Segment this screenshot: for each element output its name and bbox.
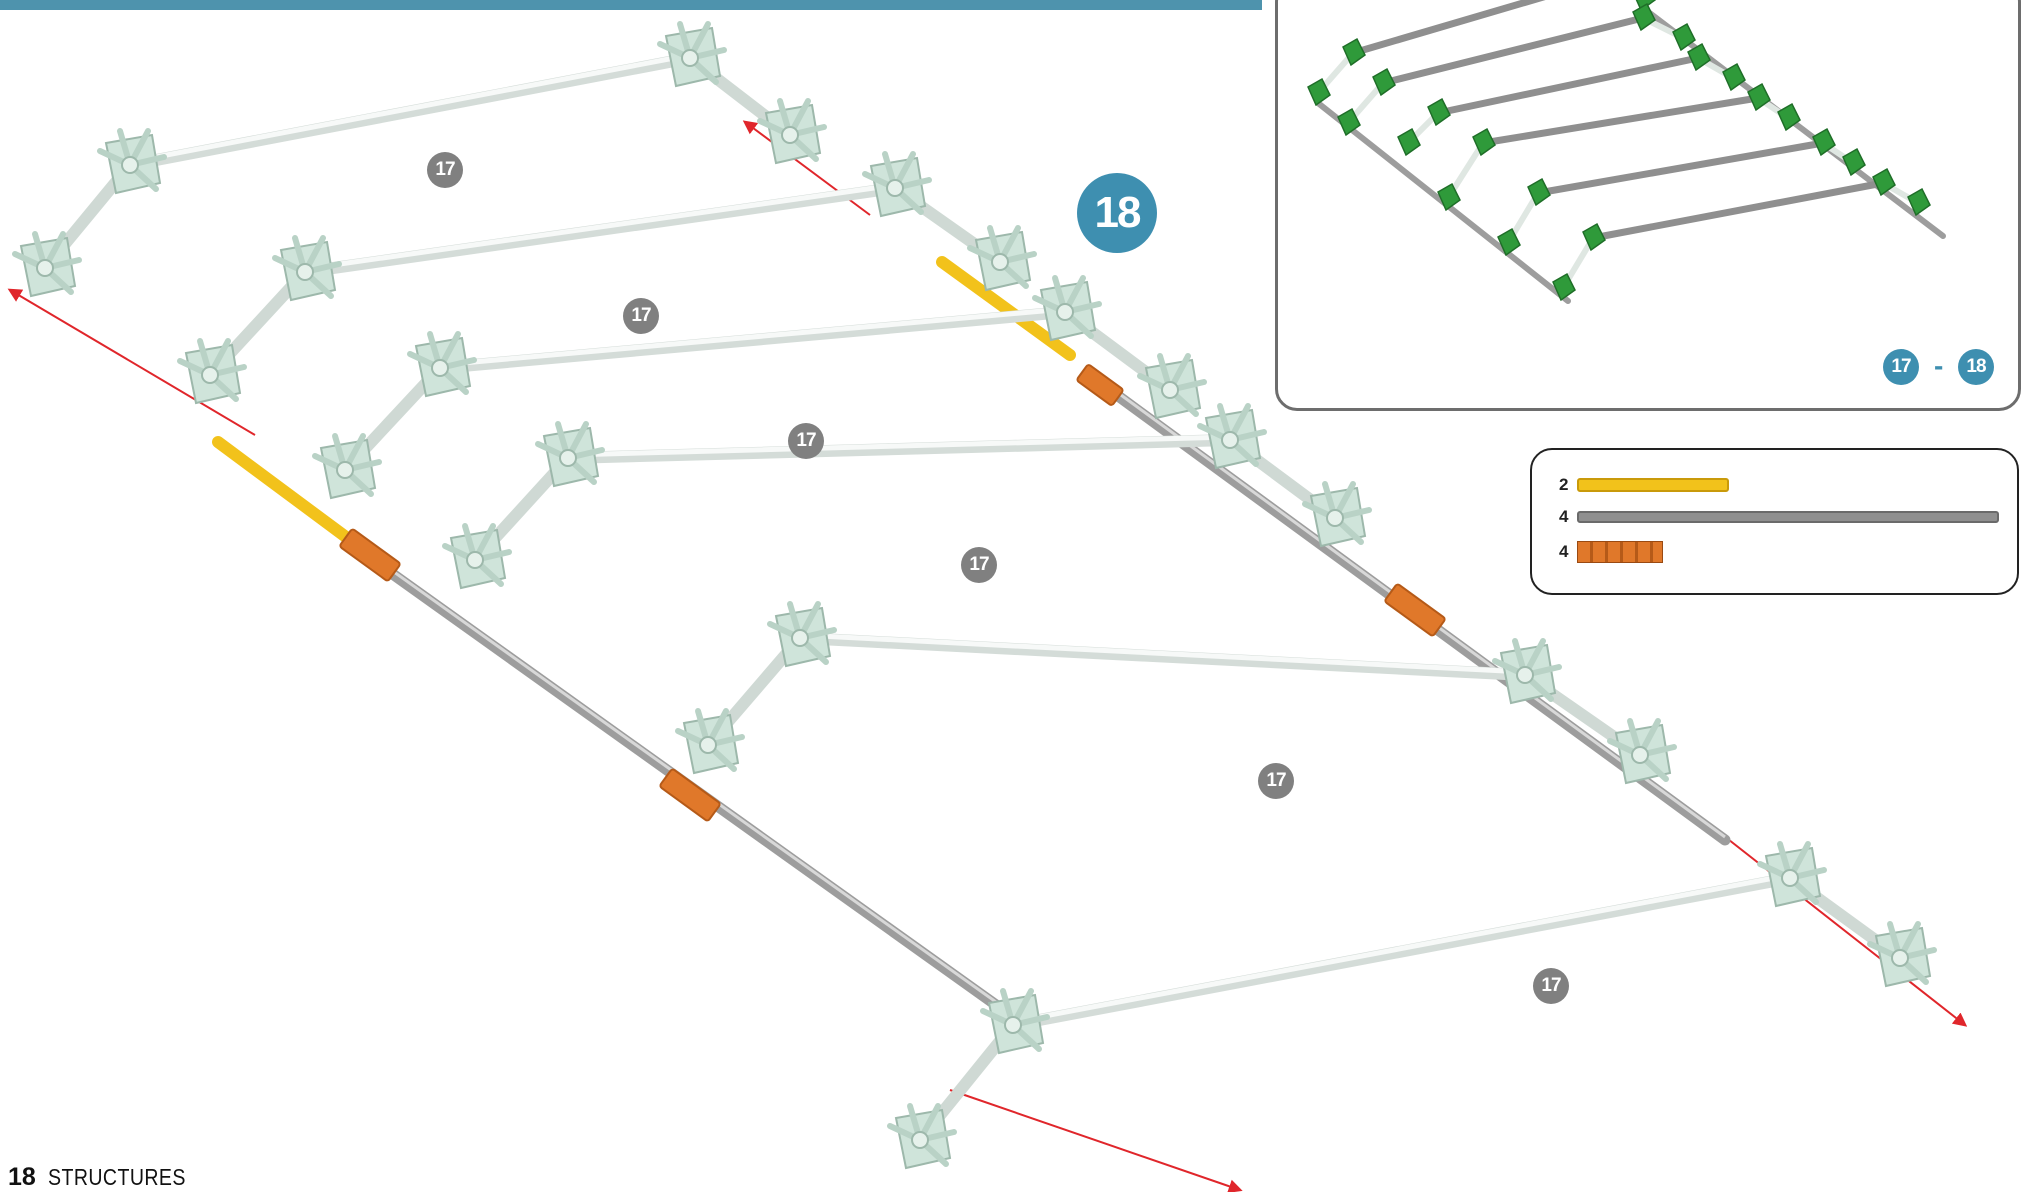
arch-frame bbox=[315, 278, 1204, 498]
connector-piece bbox=[1610, 721, 1674, 783]
orange-connectors bbox=[339, 364, 1446, 822]
connector-piece bbox=[660, 24, 724, 86]
inset-preview bbox=[1275, 0, 2021, 411]
green-connector bbox=[1427, 97, 1451, 127]
green-connector bbox=[1372, 67, 1396, 97]
gray-rod-icon bbox=[1577, 511, 1999, 523]
green-connector bbox=[1872, 167, 1896, 197]
header-bar bbox=[0, 0, 1262, 10]
section-title: STRUCTURES bbox=[47, 1164, 186, 1190]
connector-piece bbox=[760, 101, 824, 163]
part-quantity: 4 bbox=[1559, 507, 1569, 526]
frame-step-badge: 17 bbox=[623, 298, 659, 334]
green-connector bbox=[1527, 177, 1551, 207]
range-start-badge: 17 bbox=[1883, 349, 1919, 385]
connector-piece bbox=[970, 228, 1034, 290]
range-separator: - bbox=[1934, 350, 1944, 381]
green-connector bbox=[1497, 227, 1521, 257]
orange-connector-icon bbox=[1577, 541, 1663, 563]
green-connector bbox=[1672, 22, 1696, 52]
frame-step-badge: 17 bbox=[1258, 763, 1294, 799]
arch-frame bbox=[180, 154, 1034, 403]
green-connector bbox=[1397, 127, 1421, 157]
green-connector bbox=[1907, 187, 1931, 217]
arch-frame bbox=[678, 604, 1674, 783]
part-quantity: 4 bbox=[1559, 542, 1569, 561]
range-end-badge: 18 bbox=[1958, 349, 1994, 385]
green-connector bbox=[1722, 62, 1746, 92]
green-connector bbox=[1437, 182, 1461, 212]
green-connector bbox=[1842, 147, 1866, 177]
inset-frame bbox=[1552, 167, 1931, 302]
arch-frame bbox=[15, 24, 824, 296]
inset-frame bbox=[1437, 82, 1801, 212]
inset-frame bbox=[1337, 2, 1696, 137]
green-connector bbox=[1747, 82, 1771, 112]
back-yellow-rod bbox=[936, 256, 1076, 361]
page-footer: 18 STRUCTURES bbox=[8, 1163, 210, 1191]
parts-row: 4 bbox=[1559, 540, 1663, 564]
green-connector bbox=[1777, 102, 1801, 132]
green-connector bbox=[1687, 42, 1711, 72]
green-connector bbox=[1307, 77, 1331, 107]
page-number: 18 bbox=[8, 1163, 36, 1191]
yellow-rod-icon bbox=[1577, 478, 1729, 492]
parts-list: 2 4 4 bbox=[1530, 448, 2019, 595]
green-connector bbox=[1552, 272, 1576, 302]
green-connector bbox=[1342, 37, 1366, 67]
inset-frame bbox=[1397, 42, 1746, 157]
part-quantity: 2 bbox=[1559, 475, 1569, 494]
green-connector bbox=[1632, 2, 1656, 32]
connector-piece bbox=[1760, 844, 1824, 906]
inset-frame bbox=[1307, 0, 1656, 107]
step-number-badge: 18 bbox=[1077, 173, 1157, 253]
inset-frame bbox=[1497, 127, 1866, 257]
inset-diagram bbox=[1307, 0, 1946, 304]
connector-piece bbox=[1870, 924, 1934, 986]
green-connector bbox=[1472, 127, 1496, 157]
arch-frames bbox=[15, 24, 1934, 1168]
connector-piece bbox=[1495, 641, 1559, 703]
green-connector bbox=[1582, 222, 1606, 252]
parts-row: 2 bbox=[1559, 473, 1729, 497]
frame-step-badge: 17 bbox=[788, 423, 824, 459]
frame-step-badge: 17 bbox=[961, 547, 997, 583]
frame-step-badge: 17 bbox=[1533, 968, 1569, 1004]
parts-row: 4 bbox=[1559, 505, 1999, 529]
arch-frame bbox=[445, 406, 1369, 588]
green-connector bbox=[1812, 127, 1836, 157]
front-yellow-rod bbox=[212, 436, 356, 546]
front-axis-arrow bbox=[7, 288, 1243, 1192]
arch-frame bbox=[890, 844, 1934, 1168]
frame-step-badge: 17 bbox=[427, 152, 463, 188]
connector-piece bbox=[1140, 356, 1204, 418]
green-connector bbox=[1337, 107, 1361, 137]
connector-piece bbox=[865, 154, 929, 216]
